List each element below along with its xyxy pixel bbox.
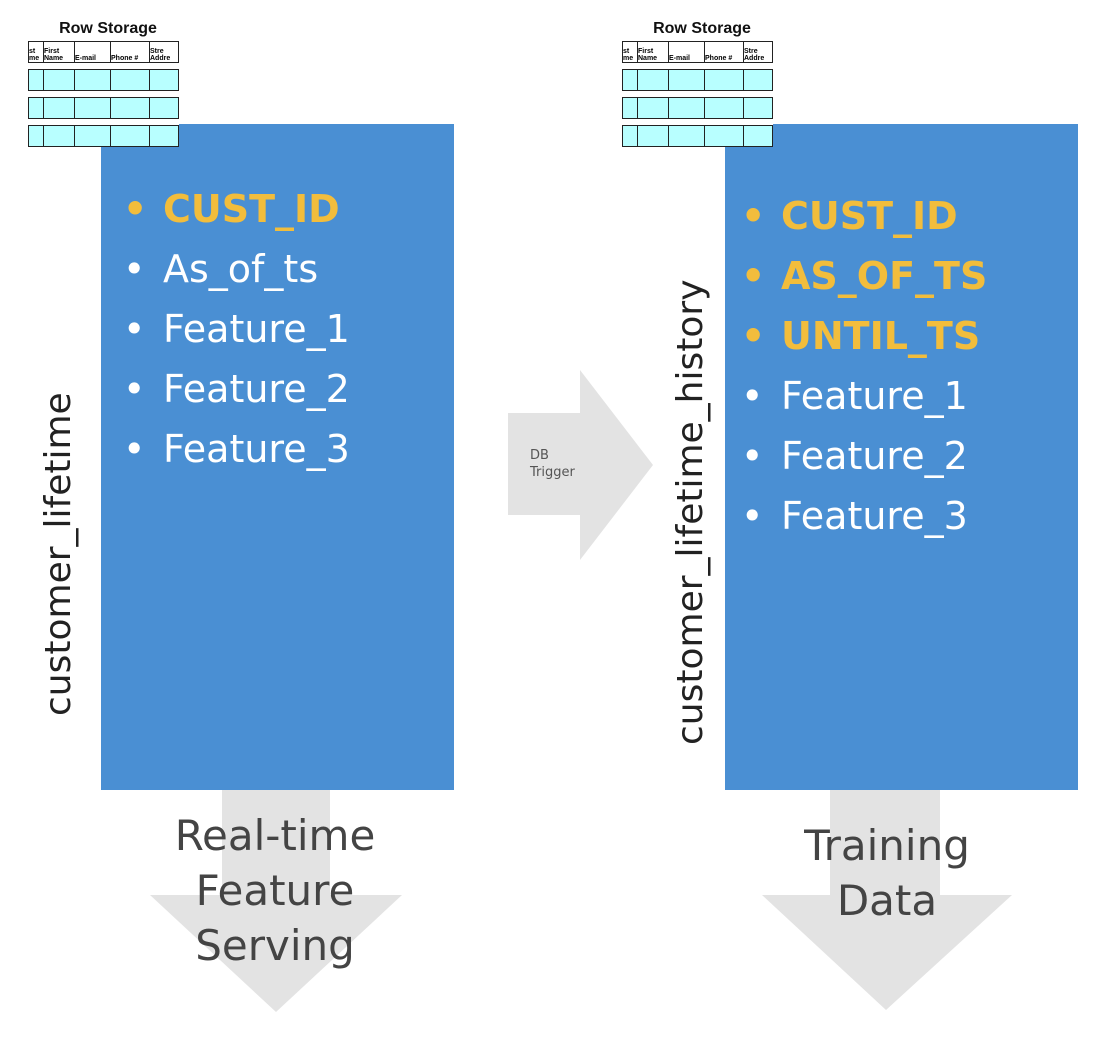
customer-lifetime-field-list: • CUST_ID • As_of_ts • Feature_1 • Feature_2 • Fe… [123, 179, 350, 479]
table-cell [668, 69, 705, 91]
bullet-icon: • [741, 494, 764, 538]
field-label: AS_OF_TS [781, 254, 988, 298]
table-cell [704, 125, 744, 147]
row-storage-title: Row Storage [59, 20, 157, 37]
bullet-icon: • [123, 247, 146, 291]
field-label: Feature_3 [163, 427, 350, 471]
right-field-3: • Feature_1 [741, 366, 987, 426]
table-cell [668, 97, 705, 119]
field-label: CUST_ID [163, 187, 340, 231]
left-field-0: • CUST_ID [123, 179, 350, 239]
bullet-icon: • [741, 314, 766, 358]
table-cell [28, 97, 44, 119]
column-header: Phone # [110, 41, 150, 63]
table-row [28, 97, 179, 119]
customer-lifetime-panel: • CUST_ID • As_of_ts • Feature_1 • Feature_2 • Fe… [101, 124, 454, 790]
table-cell [149, 97, 179, 119]
table-cell [622, 69, 638, 91]
table-cell [637, 69, 669, 91]
customer-lifetime-history-panel: • CUST_ID • AS_OF_TS • UNTIL_TS • Feature_1 • Fea… [725, 124, 1078, 790]
column-header: st me [28, 41, 44, 63]
table-cell [74, 125, 111, 147]
table-cell [743, 125, 773, 147]
table-cell [74, 69, 111, 91]
table-cell [110, 125, 150, 147]
table-cell [43, 97, 75, 119]
table-cell [28, 69, 44, 91]
down-arrow-realtime [150, 790, 402, 1012]
table-cell [149, 69, 179, 91]
field-label: As_of_ts [163, 247, 319, 291]
table-cell [110, 69, 150, 91]
column-header: Stre Addre [149, 41, 179, 63]
column-header: First Name [637, 41, 669, 63]
table-cell [28, 125, 44, 147]
table-cell [743, 97, 773, 119]
field-label: Feature_1 [781, 374, 968, 418]
table-cell [622, 97, 638, 119]
table-row [622, 97, 773, 119]
column-header: First Name [43, 41, 75, 63]
table-cell [149, 125, 179, 147]
column-header: E-mail [74, 41, 111, 63]
field-label: Feature_3 [781, 494, 968, 538]
bullet-icon: • [741, 374, 764, 418]
table-cell [637, 97, 669, 119]
table-cell [743, 69, 773, 91]
right-field-4: • Feature_2 [741, 426, 987, 486]
right-field-1: • AS_OF_TS [741, 246, 987, 306]
db-trigger-arrow [508, 370, 653, 560]
table-row [622, 69, 773, 91]
bullet-icon: • [123, 187, 148, 231]
left-field-4: • Feature_3 [123, 419, 350, 479]
realtime-feature-serving-caption: Real-time Feature Serving [174, 811, 376, 970]
table-cell [704, 97, 744, 119]
db-trigger-label: DB Trigger [530, 448, 575, 480]
table-cell [622, 125, 638, 147]
right-field-5: • Feature_3 [741, 486, 987, 546]
table-row [28, 125, 179, 147]
customer-lifetime-history-label: customer_lifetime_history [670, 279, 711, 745]
field-label: Feature_2 [781, 434, 968, 478]
column-header: E-mail [668, 41, 705, 63]
down-arrow-training [762, 790, 1012, 1010]
table-cell [704, 69, 744, 91]
field-label: CUST_ID [781, 194, 958, 238]
right-field-0: • CUST_ID [741, 186, 987, 246]
field-label: UNTIL_TS [781, 314, 981, 358]
bullet-icon: • [123, 367, 146, 411]
left-field-2: • Feature_1 [123, 299, 350, 359]
bullet-icon: • [741, 254, 766, 298]
bullet-icon: • [123, 427, 146, 471]
right-field-2: • UNTIL_TS [741, 306, 987, 366]
bullet-icon: • [741, 434, 764, 478]
bullet-icon: • [123, 307, 146, 351]
field-label: Feature_2 [163, 367, 350, 411]
table-cell [43, 69, 75, 91]
column-header: st me [622, 41, 638, 63]
table-cell [110, 97, 150, 119]
customer-lifetime-label: customer_lifetime [38, 392, 79, 716]
left-field-1: • As_of_ts [123, 239, 350, 299]
training-data-caption: Training Data [804, 821, 970, 925]
table-cell [637, 125, 669, 147]
field-label: Feature_1 [163, 307, 350, 351]
left-field-3: • Feature_2 [123, 359, 350, 419]
row-storage-title: Row Storage [653, 20, 751, 37]
table-cell [74, 97, 111, 119]
column-header: Phone # [704, 41, 744, 63]
table-row [28, 69, 179, 91]
table-row [622, 125, 773, 147]
table-cell [43, 125, 75, 147]
bullet-icon: • [741, 194, 766, 238]
customer-lifetime-history-field-list: • CUST_ID • AS_OF_TS • UNTIL_TS • Feature_1 • Fea… [741, 186, 987, 546]
table-cell [668, 125, 705, 147]
column-header: Stre Addre [743, 41, 773, 63]
